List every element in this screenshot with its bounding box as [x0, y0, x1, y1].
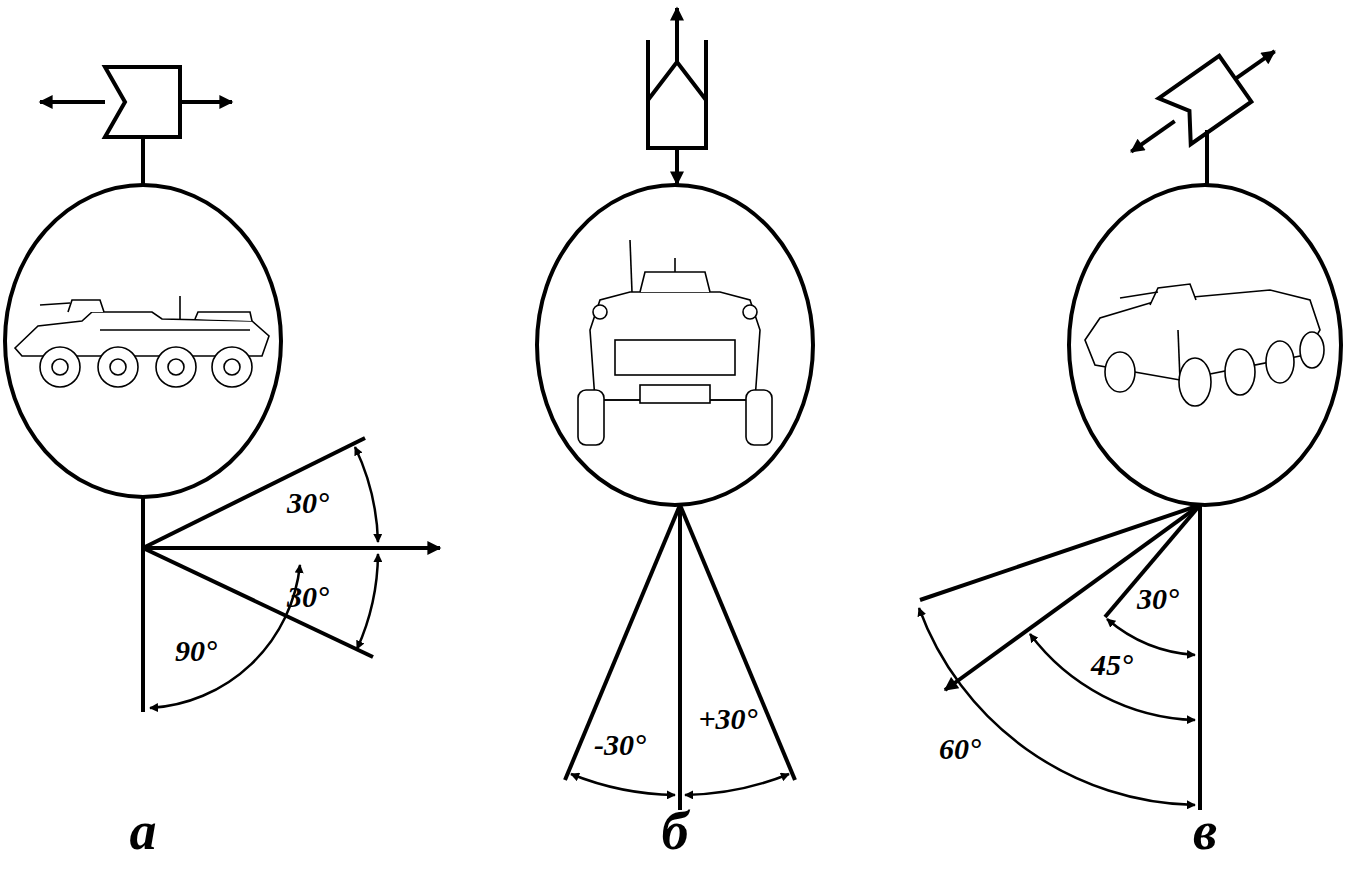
angle-label: -30°	[592, 728, 648, 761]
direction-arrow	[675, 8, 679, 62]
panel-letter: а	[128, 802, 159, 861]
angle-label: 60°	[937, 732, 983, 765]
symbol-stem	[141, 137, 145, 185]
sector-line	[565, 505, 680, 780]
drawing-stroke	[195, 312, 252, 321]
vehicle-three-quarter-view	[1085, 284, 1324, 406]
vehicle-ellipse	[1069, 185, 1341, 505]
drawing-stroke	[1179, 358, 1211, 406]
panel-letter: б	[660, 802, 691, 861]
sector-line	[143, 438, 365, 548]
drawing-stroke	[100, 329, 250, 331]
drawing-stroke	[1150, 284, 1196, 305]
vehicle-front-view	[578, 240, 772, 445]
unit-symbol	[1115, 28, 1290, 174]
angle-label: 30°	[285, 486, 331, 519]
drawing-stroke	[1131, 121, 1174, 151]
drawing-stroke	[674, 258, 676, 272]
angle-label: 45°	[1089, 648, 1135, 681]
unit-symbol	[105, 67, 180, 137]
drawing-stroke	[40, 303, 70, 305]
drawing-stroke	[615, 340, 735, 375]
drawing-stroke	[640, 385, 710, 403]
symbol-stem	[1205, 130, 1209, 186]
axis-line	[1198, 505, 1202, 810]
drawing-stroke	[110, 359, 126, 375]
drawing-stroke	[179, 296, 181, 319]
course-arrow	[945, 505, 1200, 690]
drawing-stroke	[593, 305, 607, 319]
drawing-stroke	[52, 359, 68, 375]
sector-line	[1105, 505, 1200, 617]
panel-letter: в	[1191, 802, 1219, 861]
drawing-stroke	[590, 292, 760, 400]
direction-arrow	[180, 100, 232, 104]
panel-b	[537, 8, 813, 810]
drawing-stroke	[168, 359, 184, 375]
direction-arrow	[675, 148, 679, 184]
drawing-stroke	[68, 300, 104, 312]
panel-a	[5, 67, 440, 712]
angle-arc	[355, 447, 378, 542]
drawing-stroke	[1266, 341, 1294, 383]
angle-arc	[1030, 634, 1195, 720]
angle-label: +30°	[696, 702, 759, 735]
drawing-stroke	[743, 305, 757, 319]
drawing-stroke	[746, 390, 772, 445]
vehicle-ellipse	[537, 185, 813, 505]
angle-arc	[919, 608, 1195, 805]
angle-label: 30°	[285, 580, 331, 613]
course-arrow	[143, 546, 440, 550]
direction-arrow	[40, 100, 105, 104]
vehicle-ellipse	[5, 185, 281, 497]
angle-arc	[571, 774, 675, 795]
angle-arc	[685, 774, 789, 795]
drawing-stroke	[212, 347, 252, 387]
drawing-stroke	[578, 390, 604, 445]
angle-arc	[357, 554, 378, 649]
angle-arc	[150, 565, 300, 708]
drawing-stroke	[40, 347, 80, 387]
drawing-stroke	[1120, 292, 1158, 298]
drawing-stroke	[1235, 51, 1274, 79]
drawing-stroke	[1225, 349, 1255, 395]
drawing-stroke	[224, 359, 240, 375]
angle-label: 90°	[173, 634, 219, 667]
drawing-stroke	[156, 347, 196, 387]
drawing-stroke	[1300, 332, 1324, 368]
drawing-stroke	[98, 347, 138, 387]
drawing-stroke	[1105, 352, 1135, 392]
drawing-stroke	[630, 240, 632, 292]
vehicle-side-view	[15, 296, 269, 387]
drawing-stroke	[640, 272, 710, 292]
panel-c	[919, 28, 1341, 810]
axis-line	[678, 505, 682, 810]
axis-line	[141, 497, 145, 712]
sector-line	[680, 505, 795, 780]
angle-label: 30°	[1135, 582, 1181, 615]
